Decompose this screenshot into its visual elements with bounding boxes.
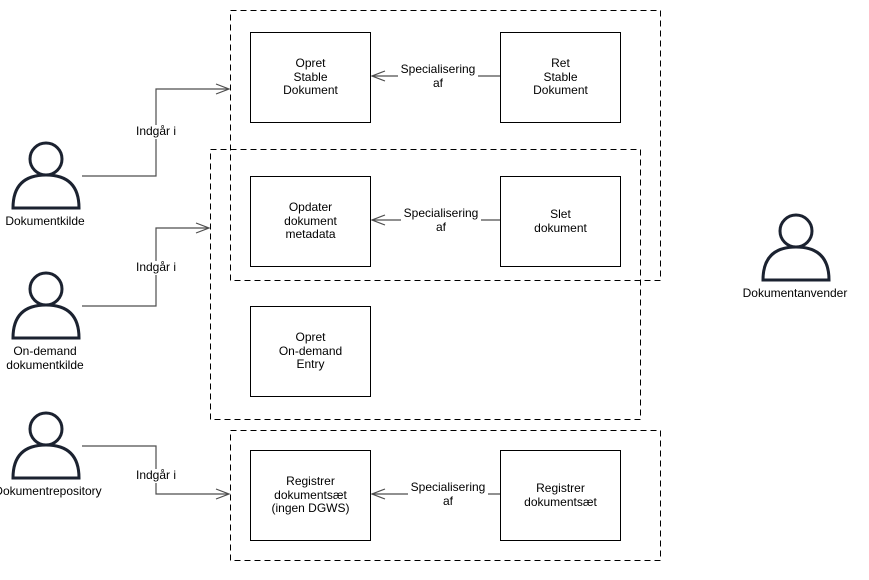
specialization-label: Specialisering af: [401, 206, 481, 234]
actor-icon: [11, 271, 81, 340]
actor-label-repository: Dokumentrepository: [0, 484, 102, 498]
usecase-opdater-metadata[interactable]: Opdater dokument metadata: [250, 176, 371, 267]
actor-label-dokumentkilde: Dokumentkilde: [5, 214, 85, 228]
arrowhead-dokumentkilde: [215, 83, 231, 95]
usecase-registrer-ingen-dgws[interactable]: Registrer dokumentsæt (ingen DGWS): [250, 450, 371, 541]
actor-icon: [11, 141, 81, 210]
usecase-opret-ondemand[interactable]: Opret On-demand Entry: [250, 306, 371, 397]
usecase-slet[interactable]: Slet dokument: [500, 176, 621, 267]
usecase-ret-stable[interactable]: Ret Stable Dokument: [500, 32, 621, 123]
specialization-label: Specialisering af: [398, 62, 478, 90]
usecase-registrer[interactable]: Registrer dokumentsæt: [500, 450, 621, 541]
specialization-label: Specialisering af: [408, 480, 488, 508]
group-frame-registrer: [230, 430, 661, 561]
group-frame-stable: [230, 10, 661, 281]
specialization-arrowhead-registrer: [370, 488, 386, 500]
specialization-arrowhead-stable: [370, 70, 386, 82]
specialization-arrowhead-metadata: [370, 214, 386, 226]
actor-icon: [11, 411, 81, 480]
actor-label-dokumentanvender: Dokumentanvender: [742, 286, 848, 300]
arrowhead-ondemand: [195, 222, 211, 234]
actor-icon: [761, 213, 831, 282]
arrowhead-repository: [215, 488, 231, 500]
participates-label: Indgår i: [131, 124, 181, 139]
participates-label: Indgår i: [131, 468, 181, 483]
actor-label-ondemand: On-demand dokumentkilde: [6, 344, 84, 372]
usecase-opret-stable[interactable]: Opret Stable Dokument: [250, 32, 371, 123]
participates-label: Indgår i: [131, 260, 181, 275]
group-frame-metadata: [210, 149, 641, 420]
